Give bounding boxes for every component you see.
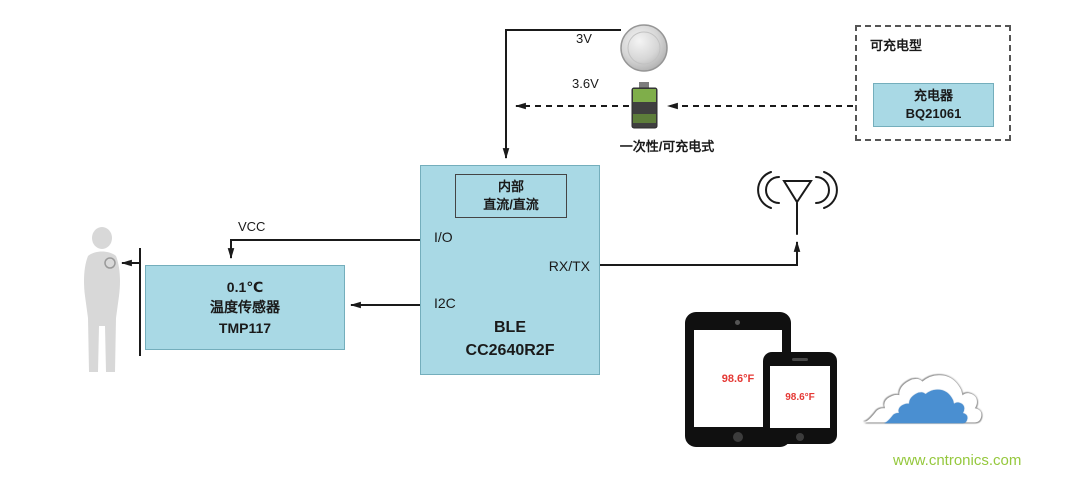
charger-label: 充电器	[913, 88, 953, 104]
phone-device: 98.6°F	[763, 352, 837, 444]
sensor-type-label: 温度传感器	[210, 299, 280, 316]
tablet-home-button	[733, 432, 743, 442]
vcc-line	[227, 239, 420, 260]
cloud-icon: ☁	[880, 341, 972, 443]
internal-dcdc-block: 内部 直流/直流	[455, 174, 567, 218]
coin-cell-icon	[620, 24, 668, 72]
vcc-label: VCC	[238, 219, 266, 234]
watermark-url: www.cntronics.com	[893, 452, 1022, 469]
antenna-icon	[757, 171, 838, 235]
phone-home-button	[796, 433, 804, 441]
rxtx-antenna-line	[600, 240, 801, 266]
phone-speaker-slit	[792, 358, 808, 361]
tablet-temperature-reading: 98.6°F	[721, 372, 755, 385]
cloud-outline-icon: ☁	[858, 304, 988, 450]
phone-screen: 98.6°F	[770, 366, 830, 428]
ble-label: BLE	[494, 319, 526, 337]
rxtx-port-label: RX/TX	[548, 258, 590, 274]
tablet-camera-dot	[735, 320, 740, 325]
sensor-part-label: TMP117	[218, 319, 272, 336]
cloud-service: ☁ ☁	[858, 312, 1013, 445]
sensor-contact-dot	[104, 257, 116, 269]
3v-label: 3V	[576, 31, 592, 46]
sensor-accuracy-label: 0.1℃	[226, 279, 264, 296]
human-body-icon	[84, 227, 120, 372]
dcdc-label-line2: 直流/直流	[483, 197, 539, 212]
rechargeable-group-box: 可充电型 充电器 BQ21061	[855, 25, 1011, 141]
phone-temperature-reading: 98.6°F	[785, 391, 815, 403]
ble-chip-name: BLE CC2640R2F	[421, 317, 599, 362]
ble-cc2640r2f-block: 内部 直流/直流 I/O I2C RX/TX BLE CC2640R2F	[420, 165, 600, 375]
charger-part-number: BQ21061	[905, 106, 962, 121]
ble-part-number: CC2640R2F	[465, 341, 555, 359]
io-port-label: I/O	[434, 229, 453, 245]
rechargeable-group-label: 可充电型	[870, 38, 923, 53]
dcdc-label-line1: 内部	[497, 179, 524, 195]
tmp117-sensor-block: 0.1℃ 温度传感器 TMP117	[145, 265, 345, 350]
3v6-label: 3.6V	[572, 76, 599, 91]
battery-type-note: 一次性/可充电式	[619, 139, 715, 154]
bq21061-charger-block: 充电器 BQ21061	[873, 83, 994, 127]
i2c-port-label: I2C	[434, 295, 456, 311]
battery-icon	[631, 82, 658, 129]
